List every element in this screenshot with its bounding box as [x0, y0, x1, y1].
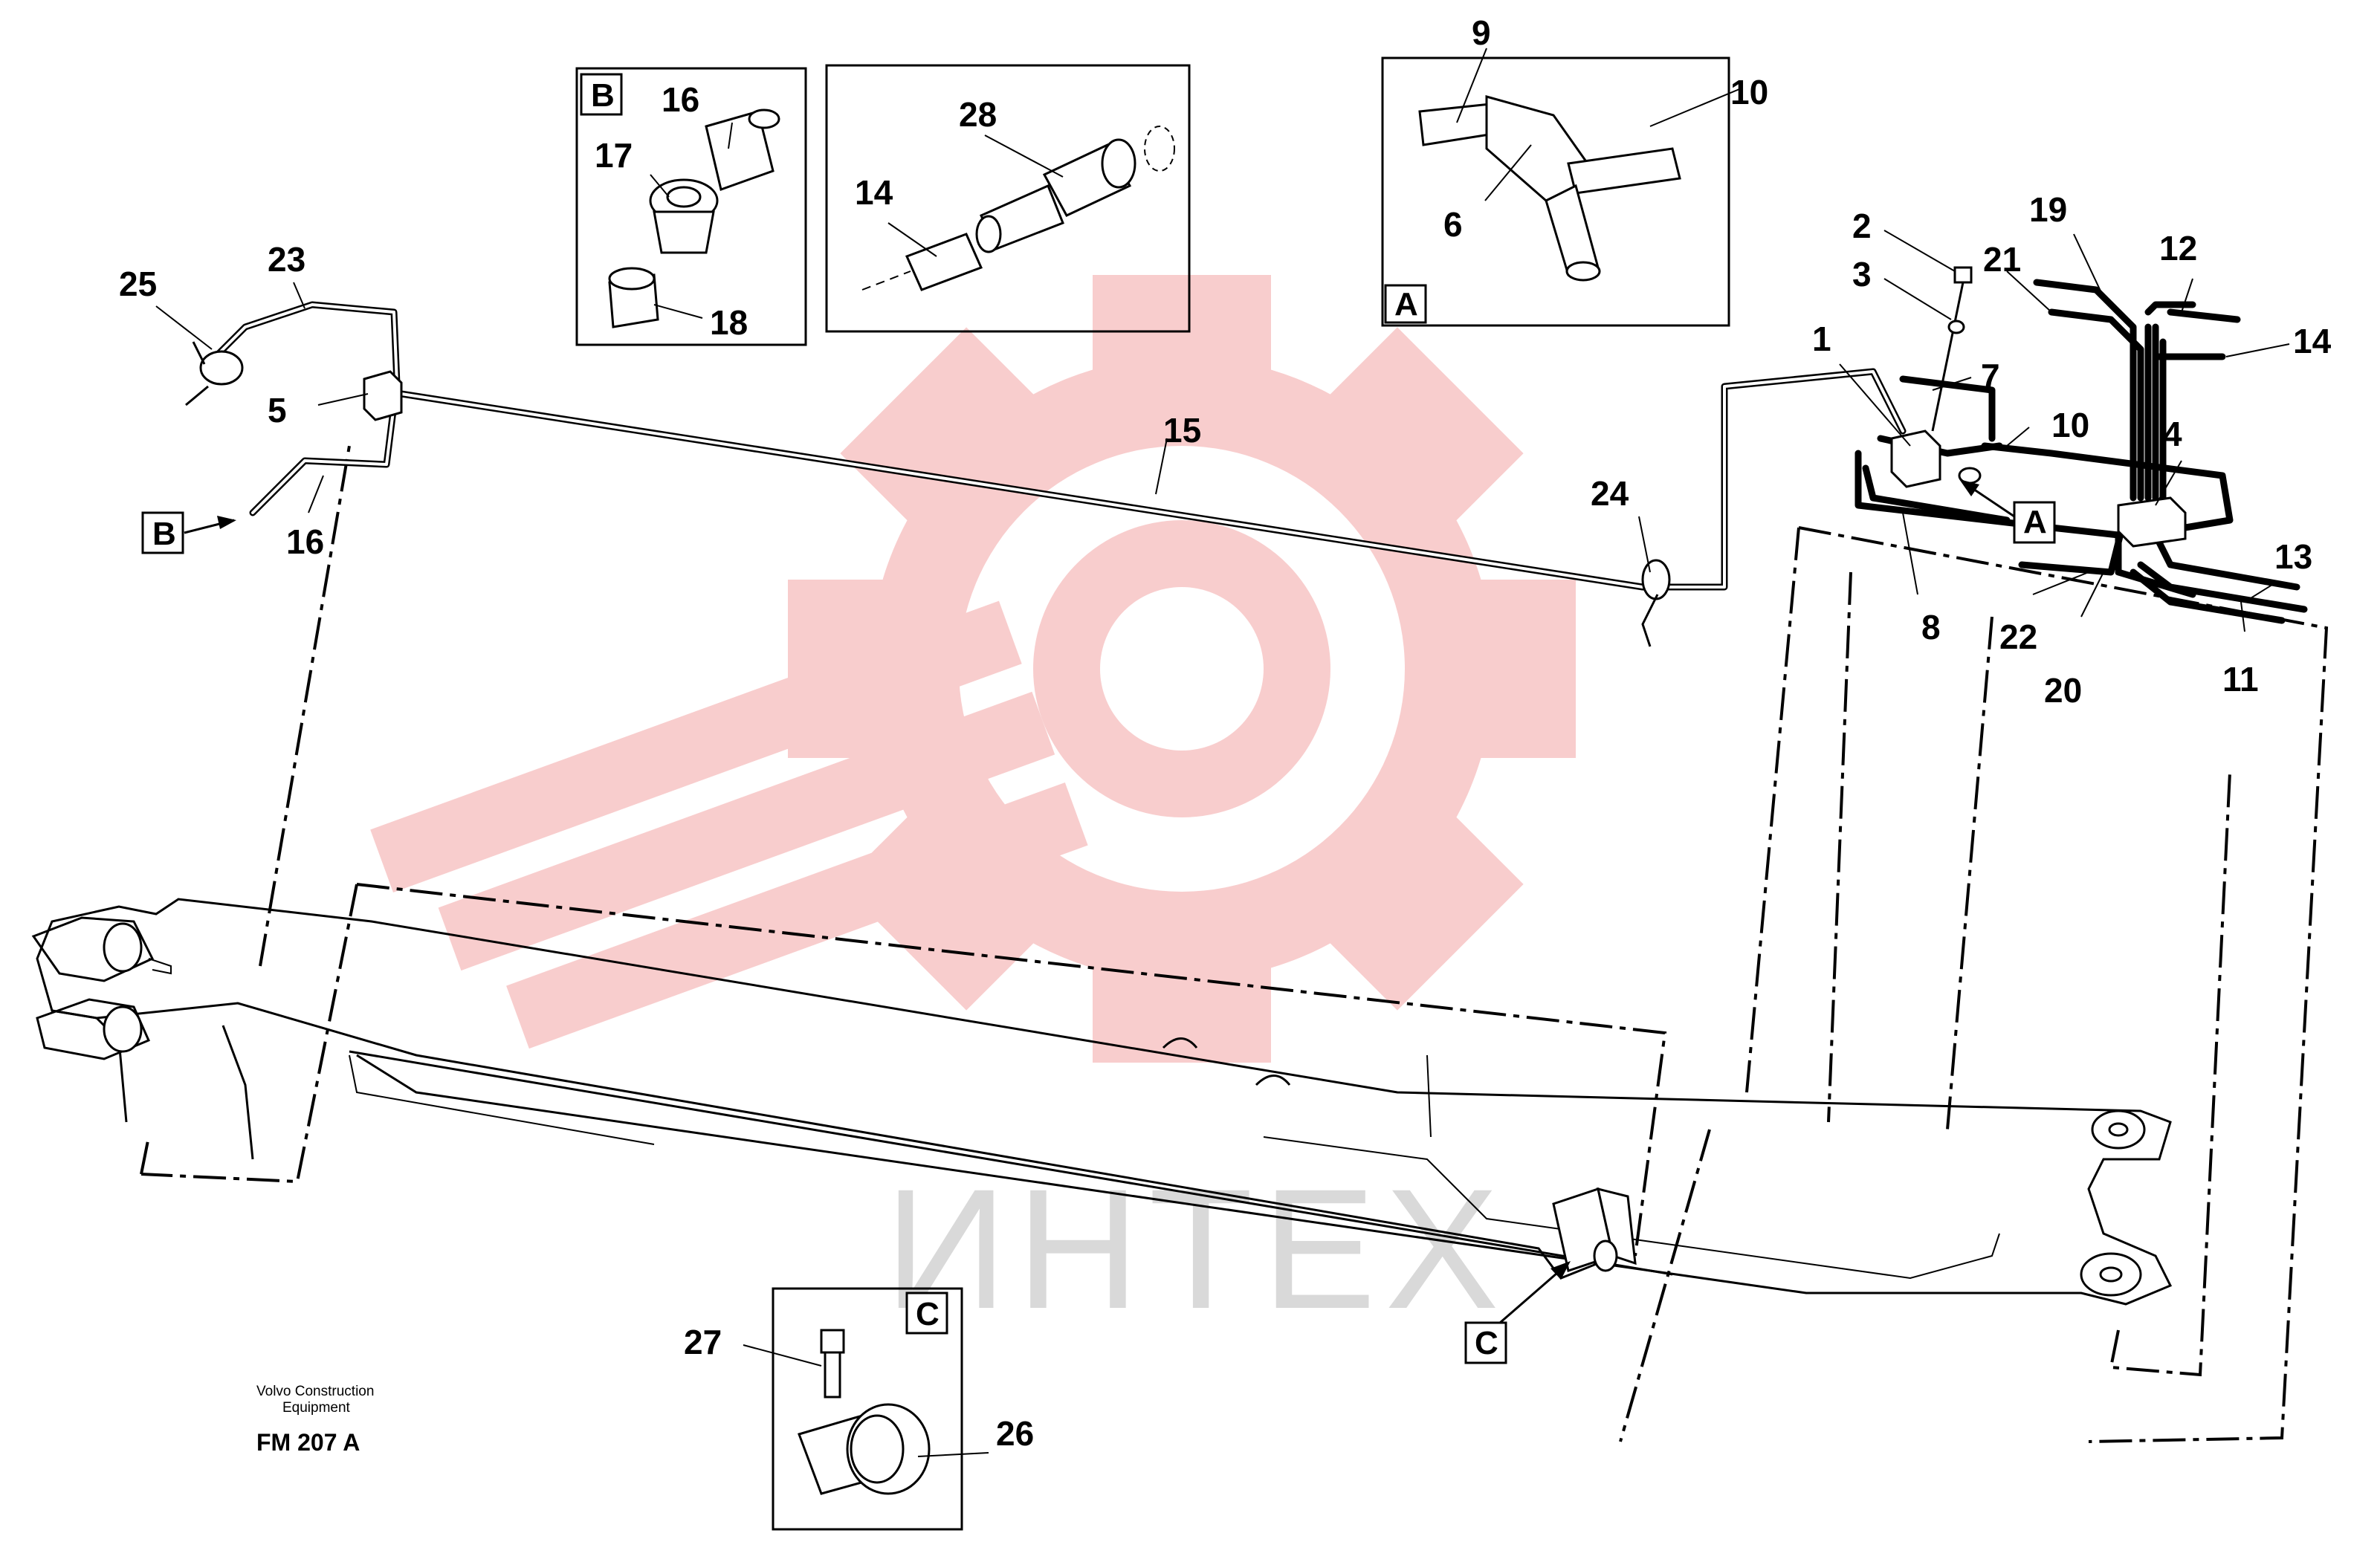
fittings — [185, 266, 2187, 647]
pointer-tag-c: C — [1464, 1261, 1571, 1364]
boom-arm — [31, 898, 2173, 1306]
callout-9: 9 — [1472, 13, 1491, 52]
callout-15: 15 — [1163, 411, 1201, 450]
callout-3: 3 — [1852, 255, 1872, 294]
company-line-1: Volvo Construction — [256, 1384, 374, 1399]
detail-view-fitting-28 — [825, 64, 1191, 333]
callout-16a: 16 — [662, 80, 699, 119]
svg-text:B: B — [591, 77, 615, 114]
detail-view-c: C — [772, 1287, 963, 1531]
callout-6: 6 — [1443, 205, 1463, 244]
watermark-logo — [370, 275, 1576, 1063]
leader-lines — [155, 48, 2290, 1457]
callout-20: 20 — [2044, 671, 2082, 710]
svg-text:A: A — [1394, 286, 1418, 323]
hidden-hose-routing — [140, 445, 2329, 1443]
callout-13: 13 — [2274, 537, 2312, 576]
svg-text:C: C — [916, 1296, 940, 1332]
pointer-tag-b: B — [141, 511, 236, 554]
callout-1: 1 — [1812, 320, 1831, 358]
callout-24: 24 — [1591, 474, 1629, 513]
callout-labels: 1 2 3 4 5 6 7 8 9 10 10 11 12 13 14 14 1… — [119, 13, 2332, 1453]
callout-26: 26 — [996, 1414, 1034, 1453]
callout-17: 17 — [595, 136, 633, 175]
callout-14a: 14 — [855, 173, 893, 212]
callout-7: 7 — [1981, 357, 2000, 395]
callout-19: 19 — [2029, 190, 2067, 229]
callout-8: 8 — [1921, 608, 1941, 646]
callout-22: 22 — [1999, 618, 2037, 656]
callout-28: 28 — [959, 95, 997, 134]
callout-11: 11 — [2222, 660, 2259, 699]
callout-2: 2 — [1852, 207, 1872, 245]
hydraulic-lines — [212, 279, 2308, 624]
footer: Volvo Construction Equipment FM 207 A — [256, 1384, 374, 1456]
callout-16b: 16 — [286, 522, 324, 561]
svg-text:B: B — [152, 516, 176, 552]
callout-4: 4 — [2163, 415, 2182, 453]
detail-view-b: B — [575, 67, 807, 346]
figure-code: FM 207 A — [256, 1429, 360, 1456]
callout-10a: 10 — [1730, 73, 1768, 111]
callout-27: 27 — [684, 1323, 722, 1361]
detail-view-a: A — [1381, 56, 1730, 327]
callout-10b: 10 — [2051, 406, 2089, 444]
callout-14b: 14 — [2293, 322, 2332, 360]
pointer-tag-a: A — [1959, 479, 2056, 544]
callout-12: 12 — [2159, 229, 2197, 268]
callout-25: 25 — [119, 265, 157, 303]
callout-21: 21 — [1983, 240, 2021, 279]
callout-5: 5 — [268, 391, 287, 430]
callout-18: 18 — [710, 303, 748, 342]
company-line-2: Equipment — [282, 1400, 351, 1416]
svg-text:A: A — [2023, 504, 2047, 540]
svg-text:C: C — [1475, 1325, 1498, 1361]
callout-23: 23 — [268, 240, 305, 279]
watermark-text: ИНТЕХ — [885, 1153, 1508, 1344]
